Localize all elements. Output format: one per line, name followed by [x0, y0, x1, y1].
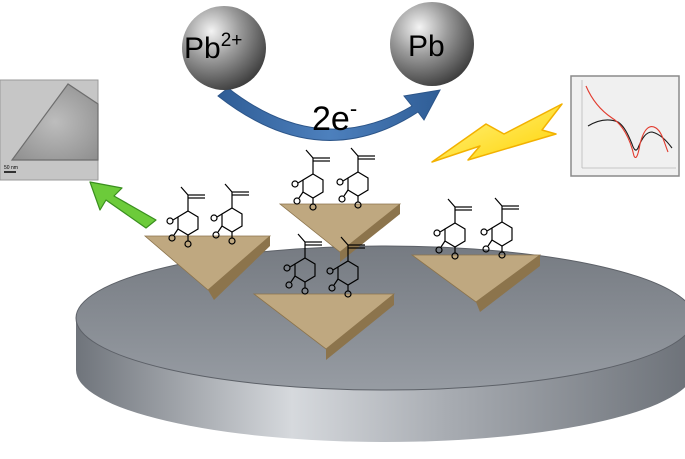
nanoprism-2 [278, 203, 402, 262]
voltammogram-curve-red [585, 85, 669, 159]
voltammogram-inset [570, 75, 680, 177]
nanoprism-3 [252, 293, 396, 360]
nanoprism-1 [143, 235, 272, 300]
ligand-4b [480, 197, 520, 259]
nanoprism-4 [410, 254, 542, 312]
scale-bar-label: 50 nm [4, 165, 18, 171]
reduction-arrow [217, 87, 441, 141]
ligand-1b [210, 183, 250, 245]
disk-electrode [75, 245, 685, 442]
pb-ion-sphere [182, 6, 266, 90]
pb-ion-label: Pb2+ [184, 30, 242, 65]
lightning-bolt-icon [431, 103, 563, 163]
tem-image-inset: 50 nm [0, 79, 99, 181]
disk-electrode-top [76, 246, 685, 390]
nanoprism-tem-silhouette [10, 83, 99, 161]
pb-atom-label: Pb [408, 30, 445, 63]
ligand-2b [336, 147, 376, 209]
electron-label: 2e- [312, 96, 357, 138]
green-arrow-icon [89, 181, 157, 229]
pb-atom-sphere [390, 2, 474, 86]
voltammogram-curve-black [587, 119, 673, 151]
ligand-2a [291, 149, 331, 211]
